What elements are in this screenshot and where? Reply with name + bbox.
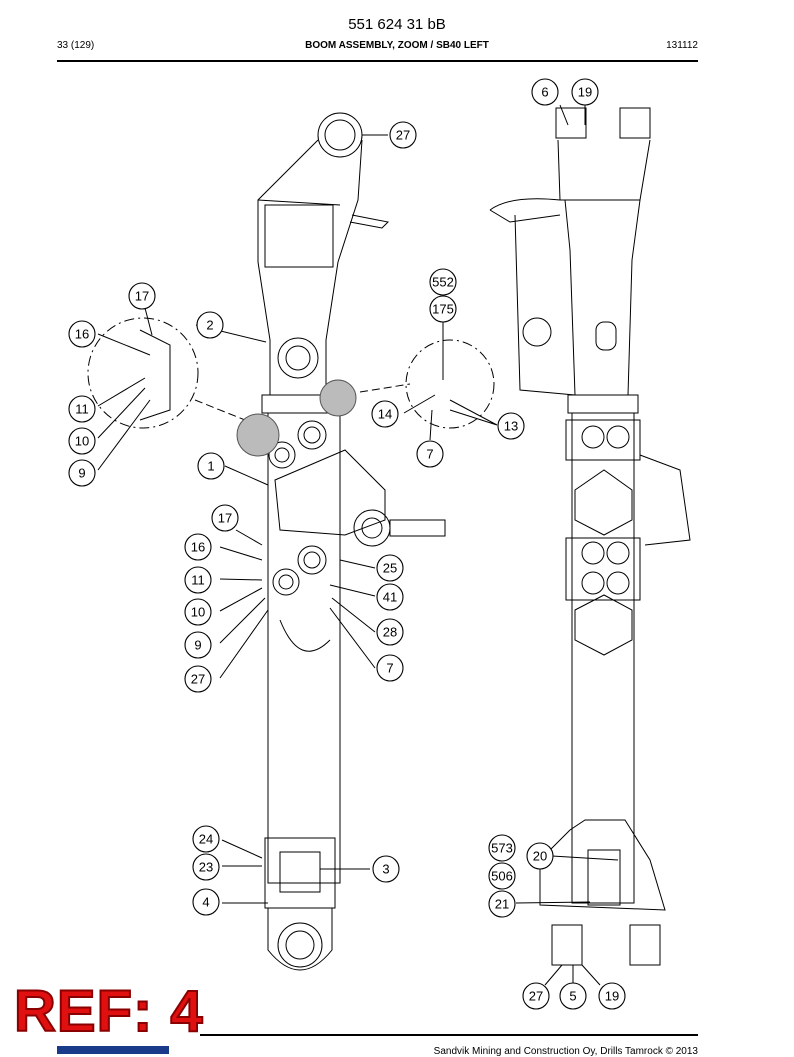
left-boom-view xyxy=(87,112,495,971)
callout-3: 3 xyxy=(372,855,400,883)
callout-10: 10 xyxy=(184,598,212,626)
callout-14: 14 xyxy=(371,400,399,428)
svg-text:7: 7 xyxy=(386,661,393,676)
svg-text:23: 23 xyxy=(199,860,213,875)
svg-text:14: 14 xyxy=(378,407,392,422)
callout-6: 6 xyxy=(531,78,559,106)
svg-text:10: 10 xyxy=(75,434,89,449)
svg-text:6: 6 xyxy=(541,85,548,100)
svg-text:9: 9 xyxy=(194,638,201,653)
callout-17: 17 xyxy=(211,504,239,532)
callout-506: 506 xyxy=(488,862,516,890)
svg-text:16: 16 xyxy=(75,327,89,342)
callout-27: 27 xyxy=(522,982,550,1010)
callout-27: 27 xyxy=(389,121,417,149)
svg-text:1: 1 xyxy=(207,459,214,474)
svg-text:5: 5 xyxy=(569,989,576,1004)
callout-11: 11 xyxy=(68,395,96,423)
svg-text:27: 27 xyxy=(191,672,205,687)
callout-27: 27 xyxy=(184,665,212,693)
header-rule xyxy=(57,60,698,62)
svg-text:27: 27 xyxy=(529,989,543,1004)
callout-13: 13 xyxy=(497,412,525,440)
callout-16: 16 xyxy=(184,533,212,561)
ref-stamp: REF: 4 xyxy=(13,979,204,1044)
callout-17: 17 xyxy=(128,282,156,310)
callout-19: 19 xyxy=(571,78,599,106)
svg-text:16: 16 xyxy=(191,540,205,555)
svg-text:3: 3 xyxy=(382,862,389,877)
callout-4: 4 xyxy=(192,888,220,916)
svg-text:13: 13 xyxy=(504,419,518,434)
svg-text:552: 552 xyxy=(432,275,454,290)
callout-5: 5 xyxy=(559,982,587,1010)
svg-text:20: 20 xyxy=(533,849,547,864)
callout-24: 24 xyxy=(192,825,220,853)
callout-9: 9 xyxy=(184,631,212,659)
svg-text:9: 9 xyxy=(78,466,85,481)
svg-text:11: 11 xyxy=(75,402,89,417)
svg-text:24: 24 xyxy=(199,832,213,847)
callout-2: 2 xyxy=(196,311,224,339)
callout-16: 16 xyxy=(68,320,96,348)
svg-text:4: 4 xyxy=(202,895,209,910)
svg-text:41: 41 xyxy=(383,590,397,605)
svg-text:27: 27 xyxy=(396,128,410,143)
callout-9: 9 xyxy=(68,459,96,487)
callout-41: 41 xyxy=(376,583,404,611)
callout-10: 10 xyxy=(68,427,96,455)
callout-25: 25 xyxy=(376,554,404,582)
document-number: 551 624 31 bB xyxy=(348,16,446,33)
callout-23: 23 xyxy=(192,853,220,881)
page-title: BOOM ASSEMBLY, ZOOM / SB40 LEFT xyxy=(305,40,489,51)
footer-copyright: Sandvik Mining and Construction Oy, Dril… xyxy=(433,1046,698,1057)
svg-text:175: 175 xyxy=(432,302,454,317)
svg-text:10: 10 xyxy=(191,605,205,620)
svg-text:17: 17 xyxy=(218,511,232,526)
callout-573: 573 xyxy=(488,834,516,862)
callout-21: 21 xyxy=(488,890,516,918)
svg-text:573: 573 xyxy=(491,841,513,856)
date-code: 131112 xyxy=(666,40,698,51)
right-boom-view xyxy=(489,107,691,966)
svg-text:19: 19 xyxy=(578,85,592,100)
callout-175: 175 xyxy=(429,295,457,323)
callout-11: 11 xyxy=(184,566,212,594)
svg-text:11: 11 xyxy=(191,573,205,588)
page-indicator: 33 (129) xyxy=(57,40,95,51)
callout-20: 20 xyxy=(526,842,554,870)
callout-7: 7 xyxy=(376,654,404,682)
svg-text:28: 28 xyxy=(383,625,397,640)
svg-text:19: 19 xyxy=(605,989,619,1004)
callout-1: 1 xyxy=(197,452,225,480)
svg-text:506: 506 xyxy=(491,869,513,884)
callout-7: 7 xyxy=(416,440,444,468)
svg-text:17: 17 xyxy=(135,289,149,304)
callout-28: 28 xyxy=(376,618,404,646)
svg-text:21: 21 xyxy=(495,897,509,912)
brand-logo xyxy=(57,1046,169,1054)
callout-19: 19 xyxy=(598,982,626,1010)
callout-552: 552 xyxy=(429,268,457,296)
footer-rule xyxy=(200,1034,698,1036)
svg-text:25: 25 xyxy=(383,561,397,576)
svg-text:2: 2 xyxy=(206,318,213,333)
svg-text:7: 7 xyxy=(426,447,433,462)
